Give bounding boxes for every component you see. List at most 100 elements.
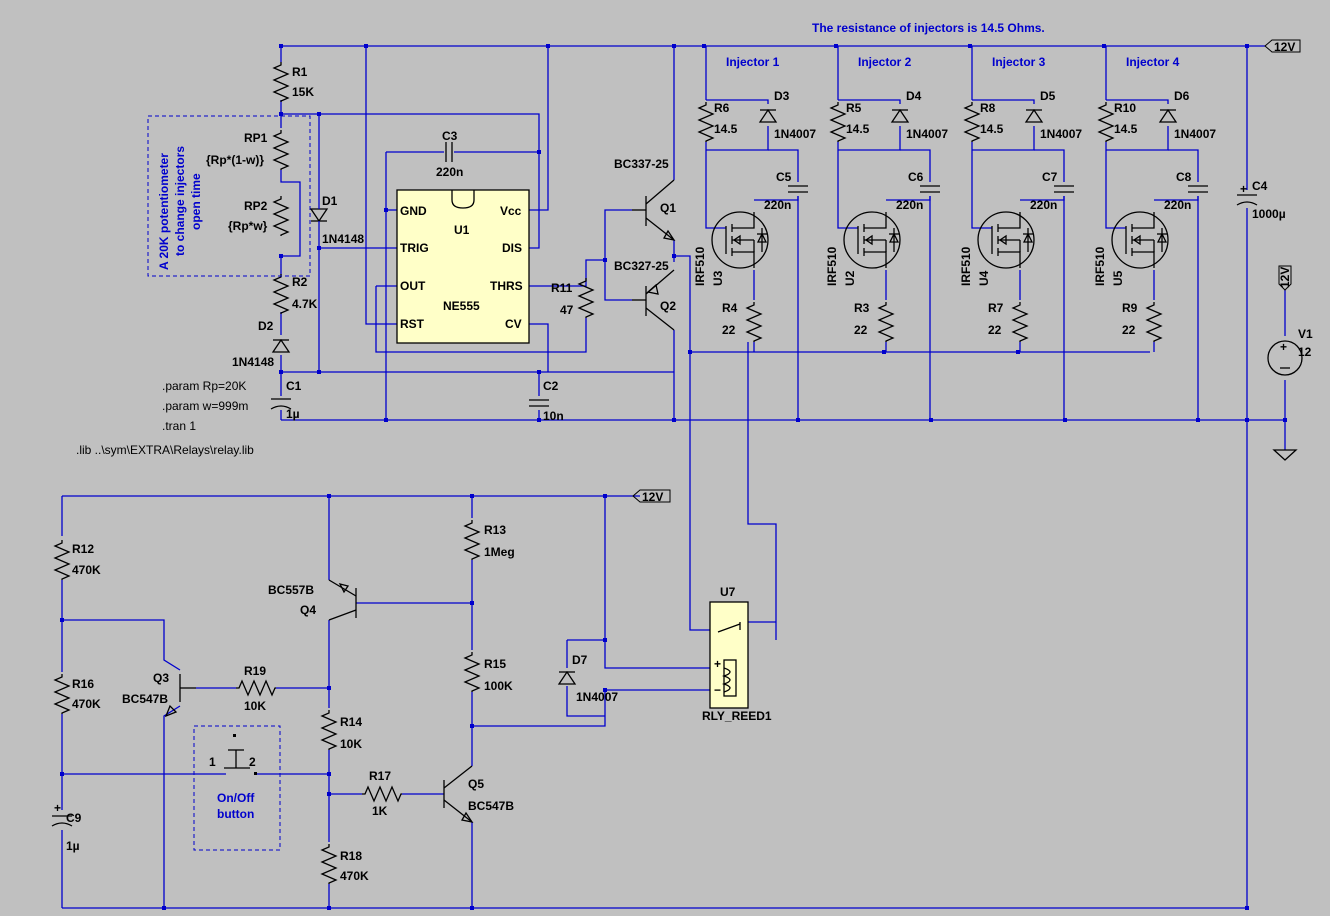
capacitor-c4 <box>1236 194 1258 206</box>
diode-d1 <box>309 200 329 232</box>
resistor-r19 <box>235 680 277 696</box>
resistor-r3 <box>878 301 894 343</box>
r9-ref: R9 <box>1122 301 1138 315</box>
relay-coil-plus: + <box>714 657 721 671</box>
injector-title-3: Injector 3 <box>992 55 1046 69</box>
resistor-r2 <box>273 273 289 315</box>
capacitor-c3 <box>445 142 453 162</box>
r17-value: 1K <box>372 804 388 818</box>
ne555-ref: U1 <box>454 223 470 237</box>
ne555-pin-trig: TRIG <box>400 241 429 255</box>
resistor-r6 <box>698 101 714 143</box>
pot-note-line3: open time <box>189 173 203 230</box>
q3-ref: Q3 <box>153 671 169 685</box>
net-label-12v-bottom: 12V <box>632 489 671 504</box>
net-12v-v1: 12V <box>1278 267 1292 288</box>
ne555-pin-out: OUT <box>400 279 426 293</box>
resistor-r1 <box>273 61 289 103</box>
push-button-switch <box>224 734 257 775</box>
transistor-q1 <box>632 179 676 241</box>
ne555-pin-thrs: THRS <box>490 279 523 293</box>
r14-ref: R14 <box>340 715 362 729</box>
diode-d7 <box>557 670 577 685</box>
r6-value: 14.5 <box>714 122 738 136</box>
r2-ref: R2 <box>292 275 308 289</box>
r8-ref: R8 <box>980 101 996 115</box>
rp2-value: {Rp*w} <box>228 219 268 233</box>
c9-plus: + <box>54 801 61 815</box>
d3-ref: D3 <box>774 89 790 103</box>
q3-value: BC547B <box>122 692 168 706</box>
capacitor-c7 <box>1054 185 1074 193</box>
c4-value: 1000µ <box>1252 207 1286 221</box>
resistor-r15 <box>464 651 480 693</box>
r6-ref: R6 <box>714 101 730 115</box>
d1-value: 1N4148 <box>322 232 364 246</box>
injector-title-1: Injector 1 <box>726 55 780 69</box>
resistor-r7 <box>1012 301 1028 343</box>
d5-ref: D5 <box>1040 89 1056 103</box>
c4-ref: C4 <box>1252 179 1268 193</box>
relay-coil-minus: − <box>714 683 721 697</box>
capacitor-c5 <box>788 185 808 193</box>
resistor-r13 <box>464 519 480 561</box>
c6-ref: C6 <box>908 170 924 184</box>
mosfet-u4 <box>977 211 1035 269</box>
capacitor-c2 <box>529 399 549 407</box>
diode-d5 <box>1024 108 1044 123</box>
r2-value: 4.7K <box>292 297 318 311</box>
rp2-ref: RP2 <box>244 199 268 213</box>
c7-value: 220n <box>1030 198 1057 212</box>
c4-plus: + <box>1240 182 1247 196</box>
mosfet-u5 <box>1111 211 1169 269</box>
switch-pin1: 1 <box>209 755 216 769</box>
resistor-r4 <box>746 301 762 343</box>
v1-ref: V1 <box>1298 327 1313 341</box>
power-switch-section: R12 470K R16 470K + C9 1µ Q3 BC547B R19 … <box>51 519 772 885</box>
mosfet-u2 <box>843 211 901 269</box>
resistor-r12 <box>54 539 70 581</box>
c5-value: 220n <box>764 198 791 212</box>
r13-ref: R13 <box>484 523 506 537</box>
r15-value: 100K <box>484 679 513 693</box>
rp1-value: {Rp*(1-w)} <box>206 153 264 167</box>
u2-ref: U2 <box>843 270 857 286</box>
d6-value: 1N4007 <box>1174 127 1216 141</box>
r7-ref: R7 <box>988 301 1004 315</box>
u3-model: IRF510 <box>693 246 707 286</box>
r18-value: 470K <box>340 869 369 883</box>
potentiometer-box <box>147 115 311 277</box>
c7-ref: C7 <box>1042 170 1058 184</box>
q2-value: BC327-25 <box>614 259 669 273</box>
ne555-chip <box>396 189 530 344</box>
c3-ref: C3 <box>442 129 458 143</box>
injector-resistance-note: The resistance of injectors is 14.5 Ohms… <box>812 21 1045 35</box>
d4-ref: D4 <box>906 89 922 103</box>
c8-ref: C8 <box>1176 170 1192 184</box>
u4-model: IRF510 <box>959 246 973 286</box>
transistor-q5 <box>443 765 474 823</box>
onoff-note-line2: button <box>217 807 254 821</box>
potentiometer-note: A 20K potentiometer to change injectors … <box>157 146 203 270</box>
resistor-r9 <box>1146 301 1162 343</box>
pot-note-line1: A 20K potentiometer <box>157 153 171 270</box>
transistor-q4 <box>328 579 357 621</box>
directive-param-w: .param w=999m <box>162 399 248 413</box>
supply-section: + C4 1000µ + V1 12 12V 12V 12V The resis… <box>632 21 1313 504</box>
v1-value: 12 <box>1298 345 1312 359</box>
transistor-q3 <box>164 674 196 718</box>
r12-value: 470K <box>72 563 101 577</box>
capacitor-c9 <box>51 815 73 827</box>
resistor-r18 <box>321 843 337 885</box>
d7-ref: D7 <box>572 653 588 667</box>
q1-ref: Q1 <box>660 201 676 215</box>
capacitor-c1 <box>270 398 292 410</box>
r11-value: 47 <box>560 303 574 317</box>
c9-value: 1µ <box>66 839 80 853</box>
u5-ref: U5 <box>1111 270 1125 286</box>
relay-coil: + − <box>714 657 737 697</box>
